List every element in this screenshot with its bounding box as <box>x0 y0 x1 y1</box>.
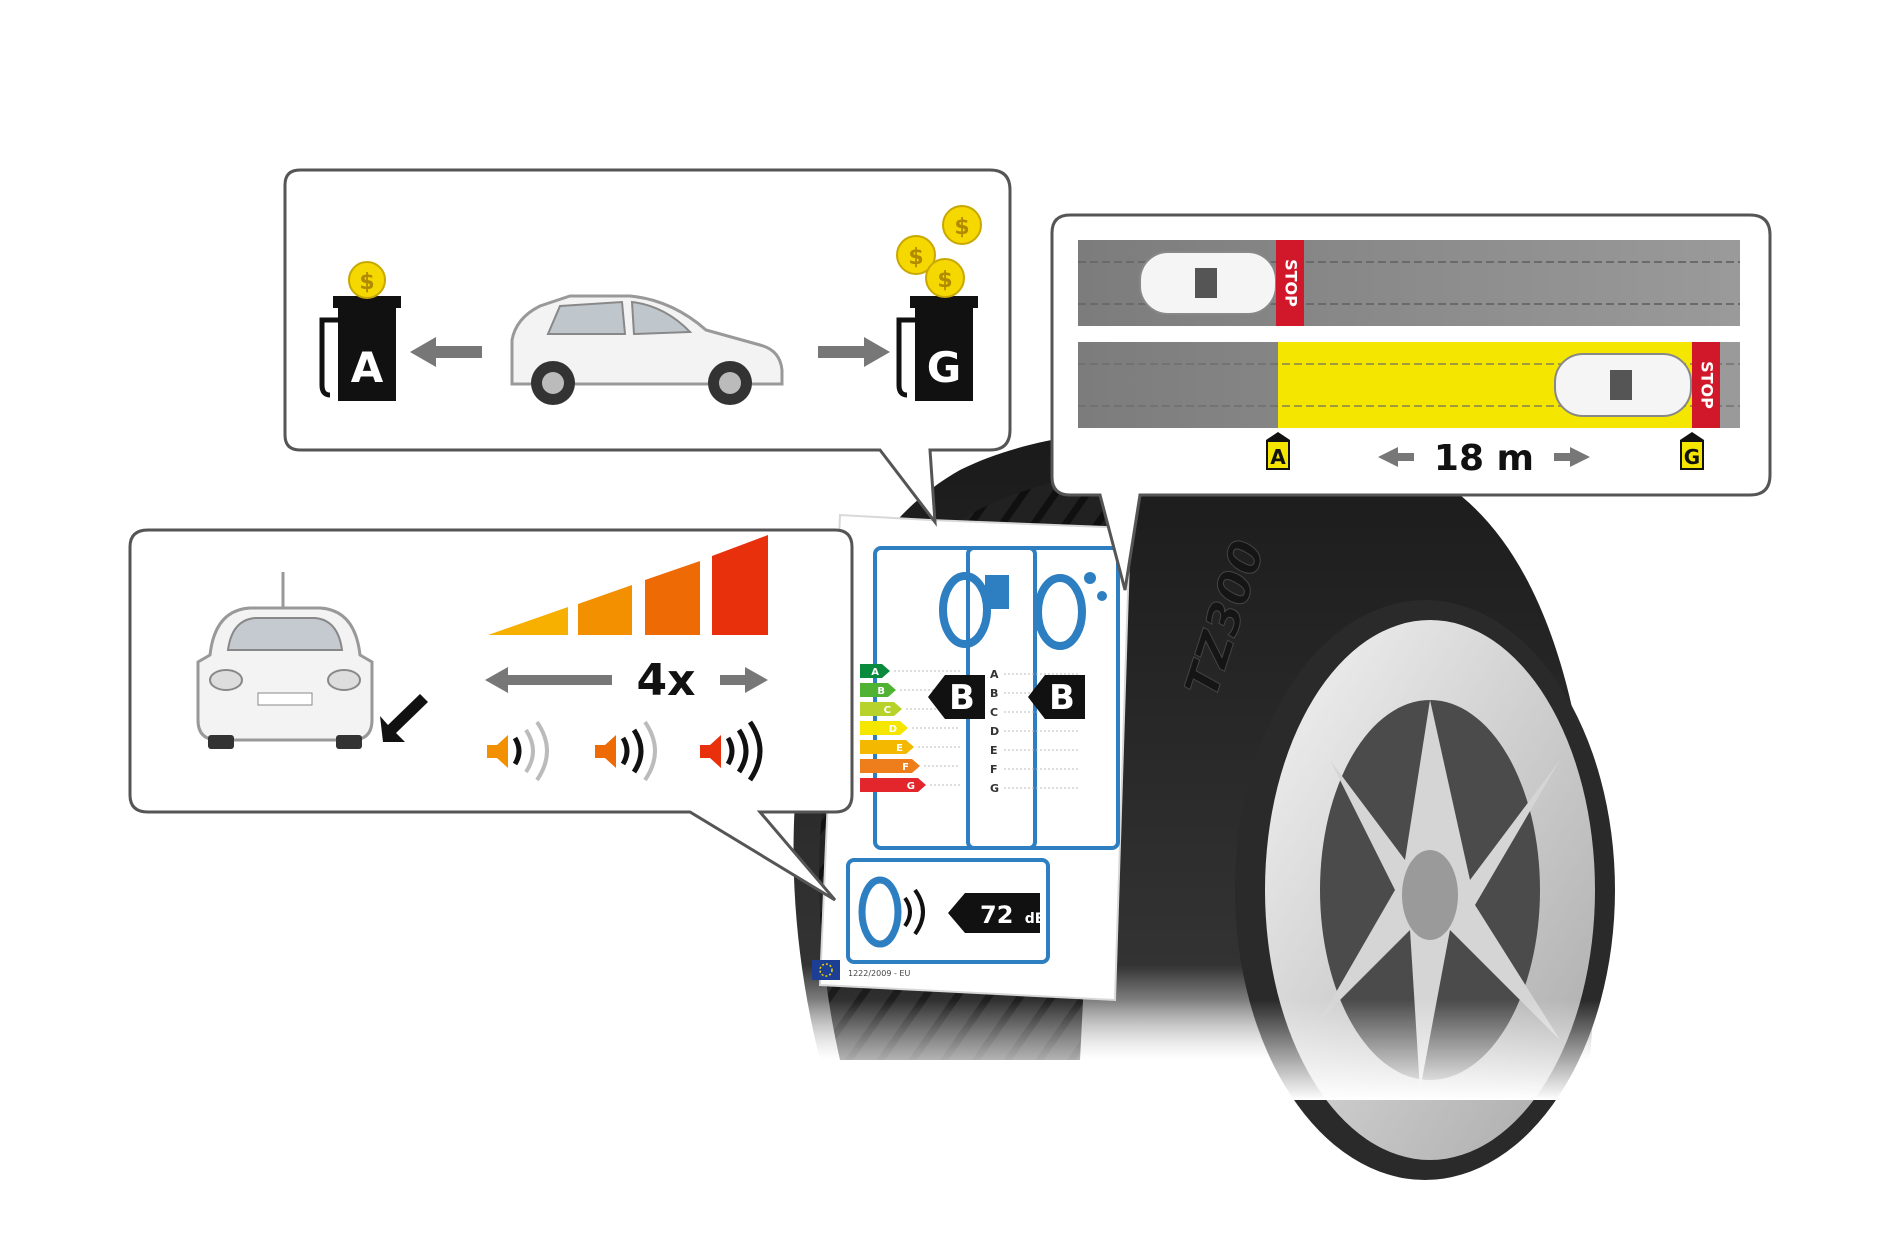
wet-scale-letter: G <box>990 782 999 795</box>
braking-distance-text: 18 m <box>1434 438 1534 479</box>
braking-grade-worst-tag: G <box>1680 432 1704 470</box>
svg-text:G: G <box>1684 445 1700 469</box>
fuel-scale-letter: D <box>889 724 897 735</box>
eu-flag-icon <box>812 960 840 980</box>
noise-value: 72 <box>980 901 1013 929</box>
stop-marker: STOP <box>1692 342 1720 428</box>
car-top-icon <box>1554 353 1692 417</box>
arrow-left-icon <box>410 337 482 367</box>
fuel-scale-letter: F <box>902 762 909 773</box>
regulation-number: 1222/2009 - EU <box>848 969 910 978</box>
wet-scale-letter: E <box>990 744 998 757</box>
arrow-right-icon <box>818 337 890 367</box>
fuel-tyre-icon <box>939 572 1009 648</box>
noise-unit: dB <box>1025 911 1046 927</box>
speaker-icon <box>595 720 657 782</box>
fuel-scale-bar: D <box>860 721 960 735</box>
wet-scale-letter: D <box>990 725 999 738</box>
noise-tyre-icon <box>858 876 925 948</box>
arrow-down-left-icon <box>380 694 428 742</box>
fuel-grade-best: A <box>351 343 384 392</box>
svg-text:STOP: STOP <box>1698 361 1717 409</box>
double-arrow-icon <box>1378 447 1590 467</box>
coin-icon: $ <box>348 261 386 299</box>
wet-rating-letter: B <box>1049 678 1075 718</box>
wet-rating-pointer: B <box>1028 675 1085 719</box>
fuel-scale-bar: E <box>860 740 960 754</box>
fuel-scale-letter: E <box>896 743 903 754</box>
wet-tyre-icon <box>1034 572 1107 650</box>
double-arrow-icon <box>485 667 768 693</box>
fuel-rating-letter: B <box>949 678 975 718</box>
car-front-icon <box>196 572 374 749</box>
speaker-icon <box>487 720 549 782</box>
wet-scale-letter: B <box>990 687 998 700</box>
noise-multiplier: 4x <box>637 655 696 706</box>
svg-text:STOP: STOP <box>1282 259 1301 307</box>
coin-icon: $ <box>942 205 982 245</box>
svg-text:$: $ <box>359 270 374 295</box>
fuel-scale-bar: G <box>860 778 960 792</box>
car-top-icon <box>1139 251 1277 315</box>
fuel-scale-letter: G <box>907 781 915 792</box>
noise-callout: 4x <box>128 528 854 902</box>
fuel-scale-letter: A <box>871 667 879 678</box>
noise-value-pointer: 72 dB <box>948 893 1045 933</box>
speaker-icon <box>700 720 763 782</box>
coin-icon: $ <box>925 258 965 298</box>
fuel-rating-pointer: B <box>928 675 985 719</box>
svg-text:A: A <box>1270 445 1286 469</box>
fuel-scale-bar: F <box>860 759 960 773</box>
fuel-efficiency-callout: A $ G $ <box>283 168 1012 527</box>
car-side-icon <box>510 294 784 405</box>
stop-marker: STOP <box>1276 240 1304 326</box>
svg-text:$: $ <box>908 245 923 270</box>
coin-icon: $ <box>896 235 936 275</box>
svg-text:$: $ <box>954 215 969 240</box>
fuel-scale-letter: B <box>877 686 885 697</box>
noise-level-bars <box>488 535 768 635</box>
wet-scale-letter: F <box>990 763 998 776</box>
svg-text:72 dB: 72 dB <box>980 901 1045 929</box>
wet-scale-letter: A <box>990 668 999 681</box>
fuel-scale-letter: C <box>884 705 891 716</box>
fuel-pump-worst-icon: G $ $ $ <box>896 205 982 401</box>
wet-braking-callout: STOP STOP A G 18 m <box>1050 213 1772 591</box>
fuel-scale-bar: A <box>860 664 960 678</box>
svg-text:$: $ <box>937 268 952 293</box>
wet-scale-letter: C <box>990 706 998 719</box>
fuel-pump-best-icon: A $ <box>319 261 401 401</box>
fuel-grade-worst: G <box>927 343 961 392</box>
braking-grade-best-tag: A <box>1266 432 1290 470</box>
